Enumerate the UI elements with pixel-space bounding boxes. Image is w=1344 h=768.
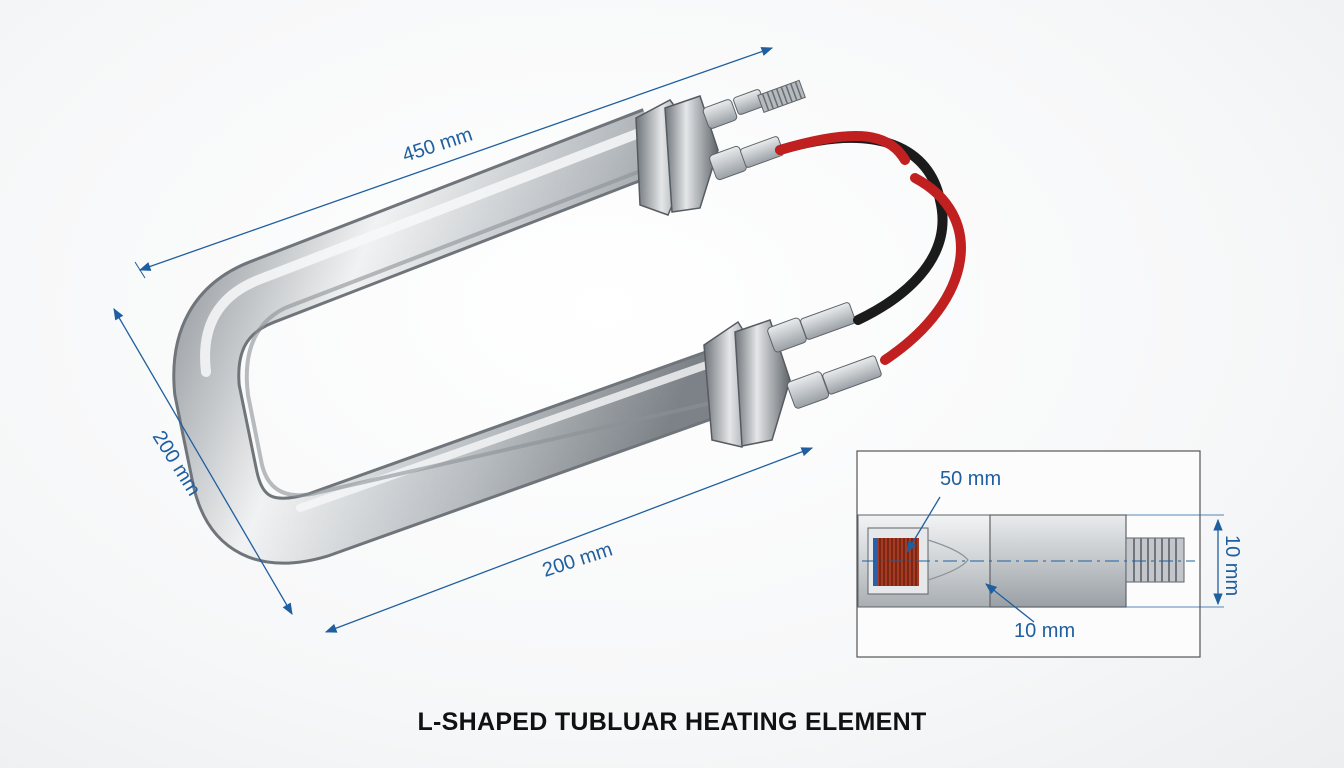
diagram-title: L-SHAPED TUBLUAR HEATING ELEMENT: [417, 708, 927, 736]
detail-stud: [1125, 537, 1185, 583]
dimension-lines: [113, 47, 814, 633]
dim-top-length: 450 mm: [400, 124, 476, 167]
end-sleeve: [989, 514, 1127, 608]
detail-inset: [856, 450, 1224, 658]
dim-bottom-length: 200 mm: [540, 539, 616, 582]
detail-coil-length: 50 mm: [940, 468, 1001, 490]
detail-diameter: 10 mm: [1221, 535, 1243, 596]
threaded-stud: [757, 79, 806, 113]
detail-sleeve-length: 10 mm: [1014, 620, 1075, 642]
heating-coil: [873, 538, 919, 586]
bottom-terminal: [703, 302, 882, 448]
lead-wires: [775, 130, 966, 365]
